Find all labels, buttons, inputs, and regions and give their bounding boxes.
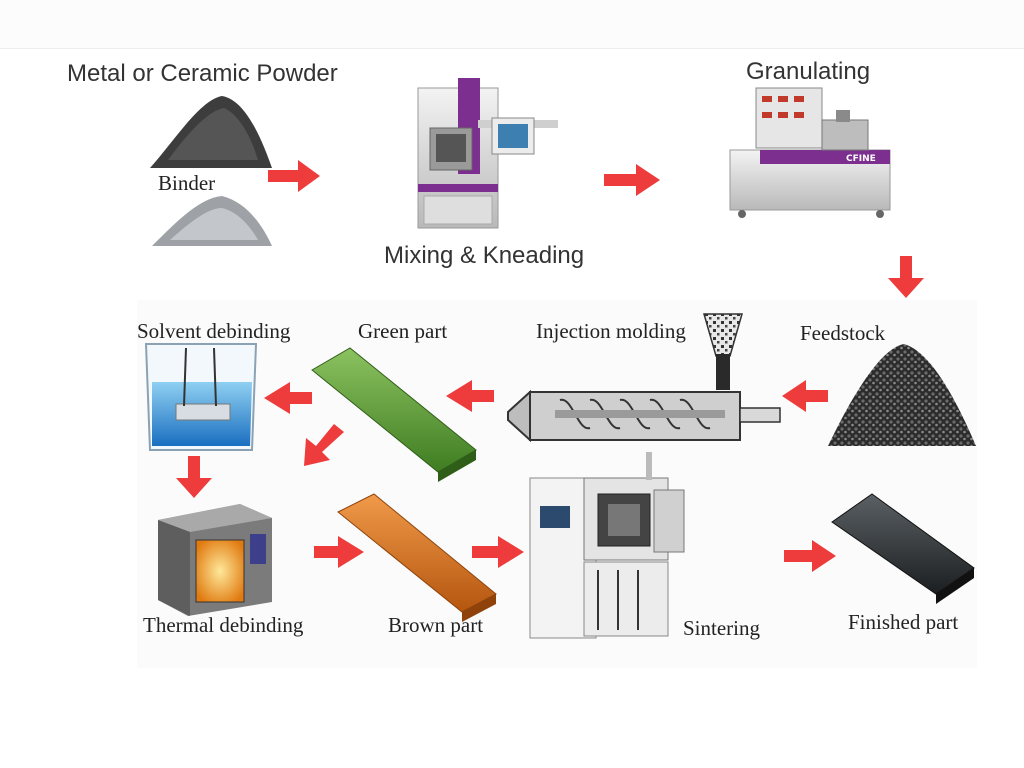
green-part-icon	[311, 347, 477, 482]
arrow-brown-part-to-sintering	[472, 536, 524, 568]
injection-molding-screw-icon	[507, 313, 781, 443]
sintering-label: Sintering	[683, 616, 760, 640]
arrow-sintering-to-finished	[784, 540, 836, 572]
top-band	[0, 0, 1024, 49]
arrow-green-part-to-solvent	[264, 382, 312, 414]
binder-label: Binder	[158, 171, 216, 195]
brown-part-icon	[337, 493, 497, 622]
feedstock-granules-pile-icon	[828, 344, 976, 446]
arrow-granulating-to-feedstock	[888, 256, 924, 298]
arrow-injection-to-green-part	[446, 380, 494, 412]
granulating-label: Granulating	[746, 58, 871, 85]
mixing-kneading-label: Mixing & Kneading	[384, 242, 585, 269]
metal-powder-pile-icon	[150, 96, 272, 168]
thermal-debinding-label: Thermal debinding	[143, 613, 304, 637]
machine-brand-label: CFINE	[846, 154, 876, 164]
binder-powder-pile-icon	[152, 196, 272, 246]
injection-molding-label: Injection molding	[536, 319, 686, 343]
solvent-debinding-beaker-icon	[144, 343, 258, 451]
arrow-feedstock-to-injection	[782, 380, 828, 412]
brown-part-label: Brown part	[388, 613, 484, 637]
finished-part-icon	[831, 493, 975, 604]
green-part-label: Green part	[358, 319, 448, 343]
mixing-kneading-machine-icon	[417, 78, 558, 229]
feedstock-label: Feedstock	[800, 321, 886, 345]
finished-part-label: Finished part	[848, 610, 959, 634]
powder-label: Metal or Ceramic Powder	[67, 60, 338, 87]
solvent-debinding-label: Solvent debinding	[137, 319, 291, 343]
sintering-furnace-icon	[529, 452, 685, 639]
arrow-mixing-to-granulating	[604, 164, 660, 196]
granulating-extruder-machine-icon: CFINE	[729, 87, 891, 218]
arrow-powder-to-mixing	[268, 160, 320, 192]
thermal-debinding-oven-icon	[158, 504, 272, 616]
arrow-green-part-to-thermal	[304, 424, 344, 466]
arrow-thermal-to-brown-part	[314, 536, 364, 568]
arrow-solvent-to-thermal	[176, 456, 212, 498]
